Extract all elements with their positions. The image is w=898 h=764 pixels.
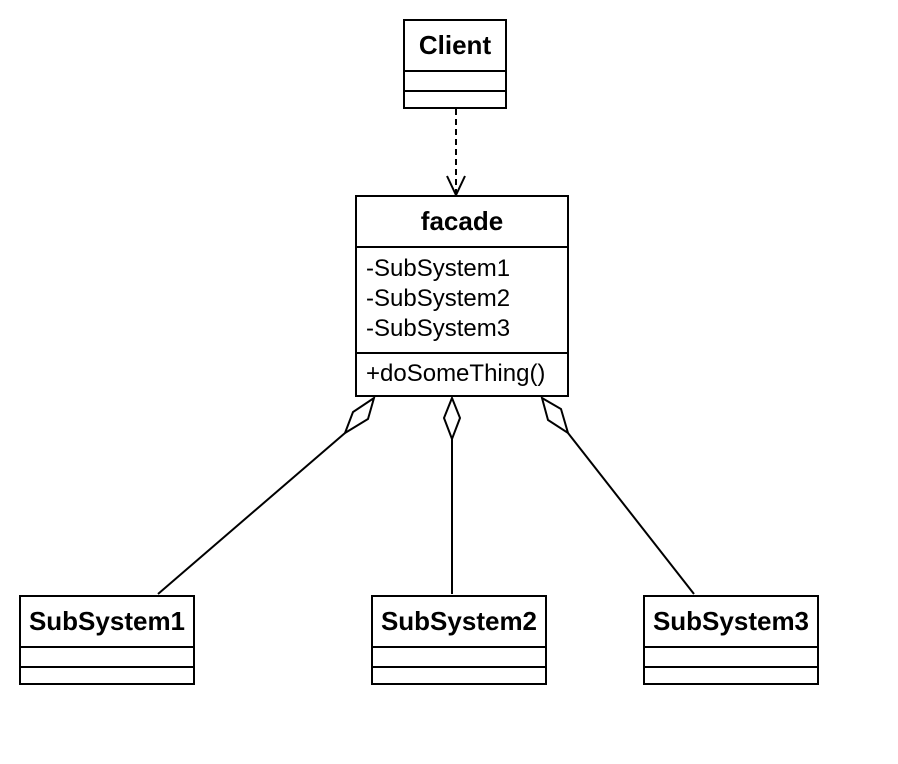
subsystem1-operations-compartment <box>21 668 193 683</box>
facade-attribute: -SubSystem1 <box>366 255 511 282</box>
subsystem2-class[interactable]: SubSystem2 <box>371 595 547 685</box>
aggregation-subsystem2-facade <box>442 395 462 594</box>
subsystem3-attributes-compartment <box>645 648 817 668</box>
subsystem2-class-name: SubSystem2 <box>373 597 545 648</box>
subsystem3-class-name: SubSystem3 <box>645 597 817 648</box>
client-operations-compartment <box>405 92 505 107</box>
facade-class[interactable]: facade -SubSystem1 -SubSystem2 -SubSyste… <box>355 195 569 397</box>
subsystem1-class-name: SubSystem1 <box>21 597 193 648</box>
facade-attributes-compartment: -SubSystem1 -SubSystem2 -SubSystem3 <box>357 248 567 354</box>
facade-attribute: -SubSystem2 <box>366 285 511 312</box>
facade-operation: +doSomeThing() <box>366 360 546 387</box>
dependency-client-facade <box>446 109 466 198</box>
subsystem1-class[interactable]: SubSystem1 <box>19 595 195 685</box>
subsystem1-attributes-compartment <box>21 648 193 668</box>
subsystem3-operations-compartment <box>645 668 817 683</box>
aggregation-subsystem1-facade <box>157 395 376 595</box>
subsystem3-class[interactable]: SubSystem3 <box>643 595 819 685</box>
subsystem2-attributes-compartment <box>373 648 545 668</box>
client-attributes-compartment <box>405 72 505 92</box>
facade-operations-compartment: +doSomeThing() <box>357 354 567 389</box>
facade-class-name: facade <box>357 197 567 248</box>
client-class-name: Client <box>405 21 505 72</box>
facade-attribute: -SubSystem3 <box>366 315 511 342</box>
subsystem2-operations-compartment <box>373 668 545 683</box>
aggregation-subsystem3-facade <box>540 395 695 595</box>
client-class[interactable]: Client <box>403 19 507 109</box>
